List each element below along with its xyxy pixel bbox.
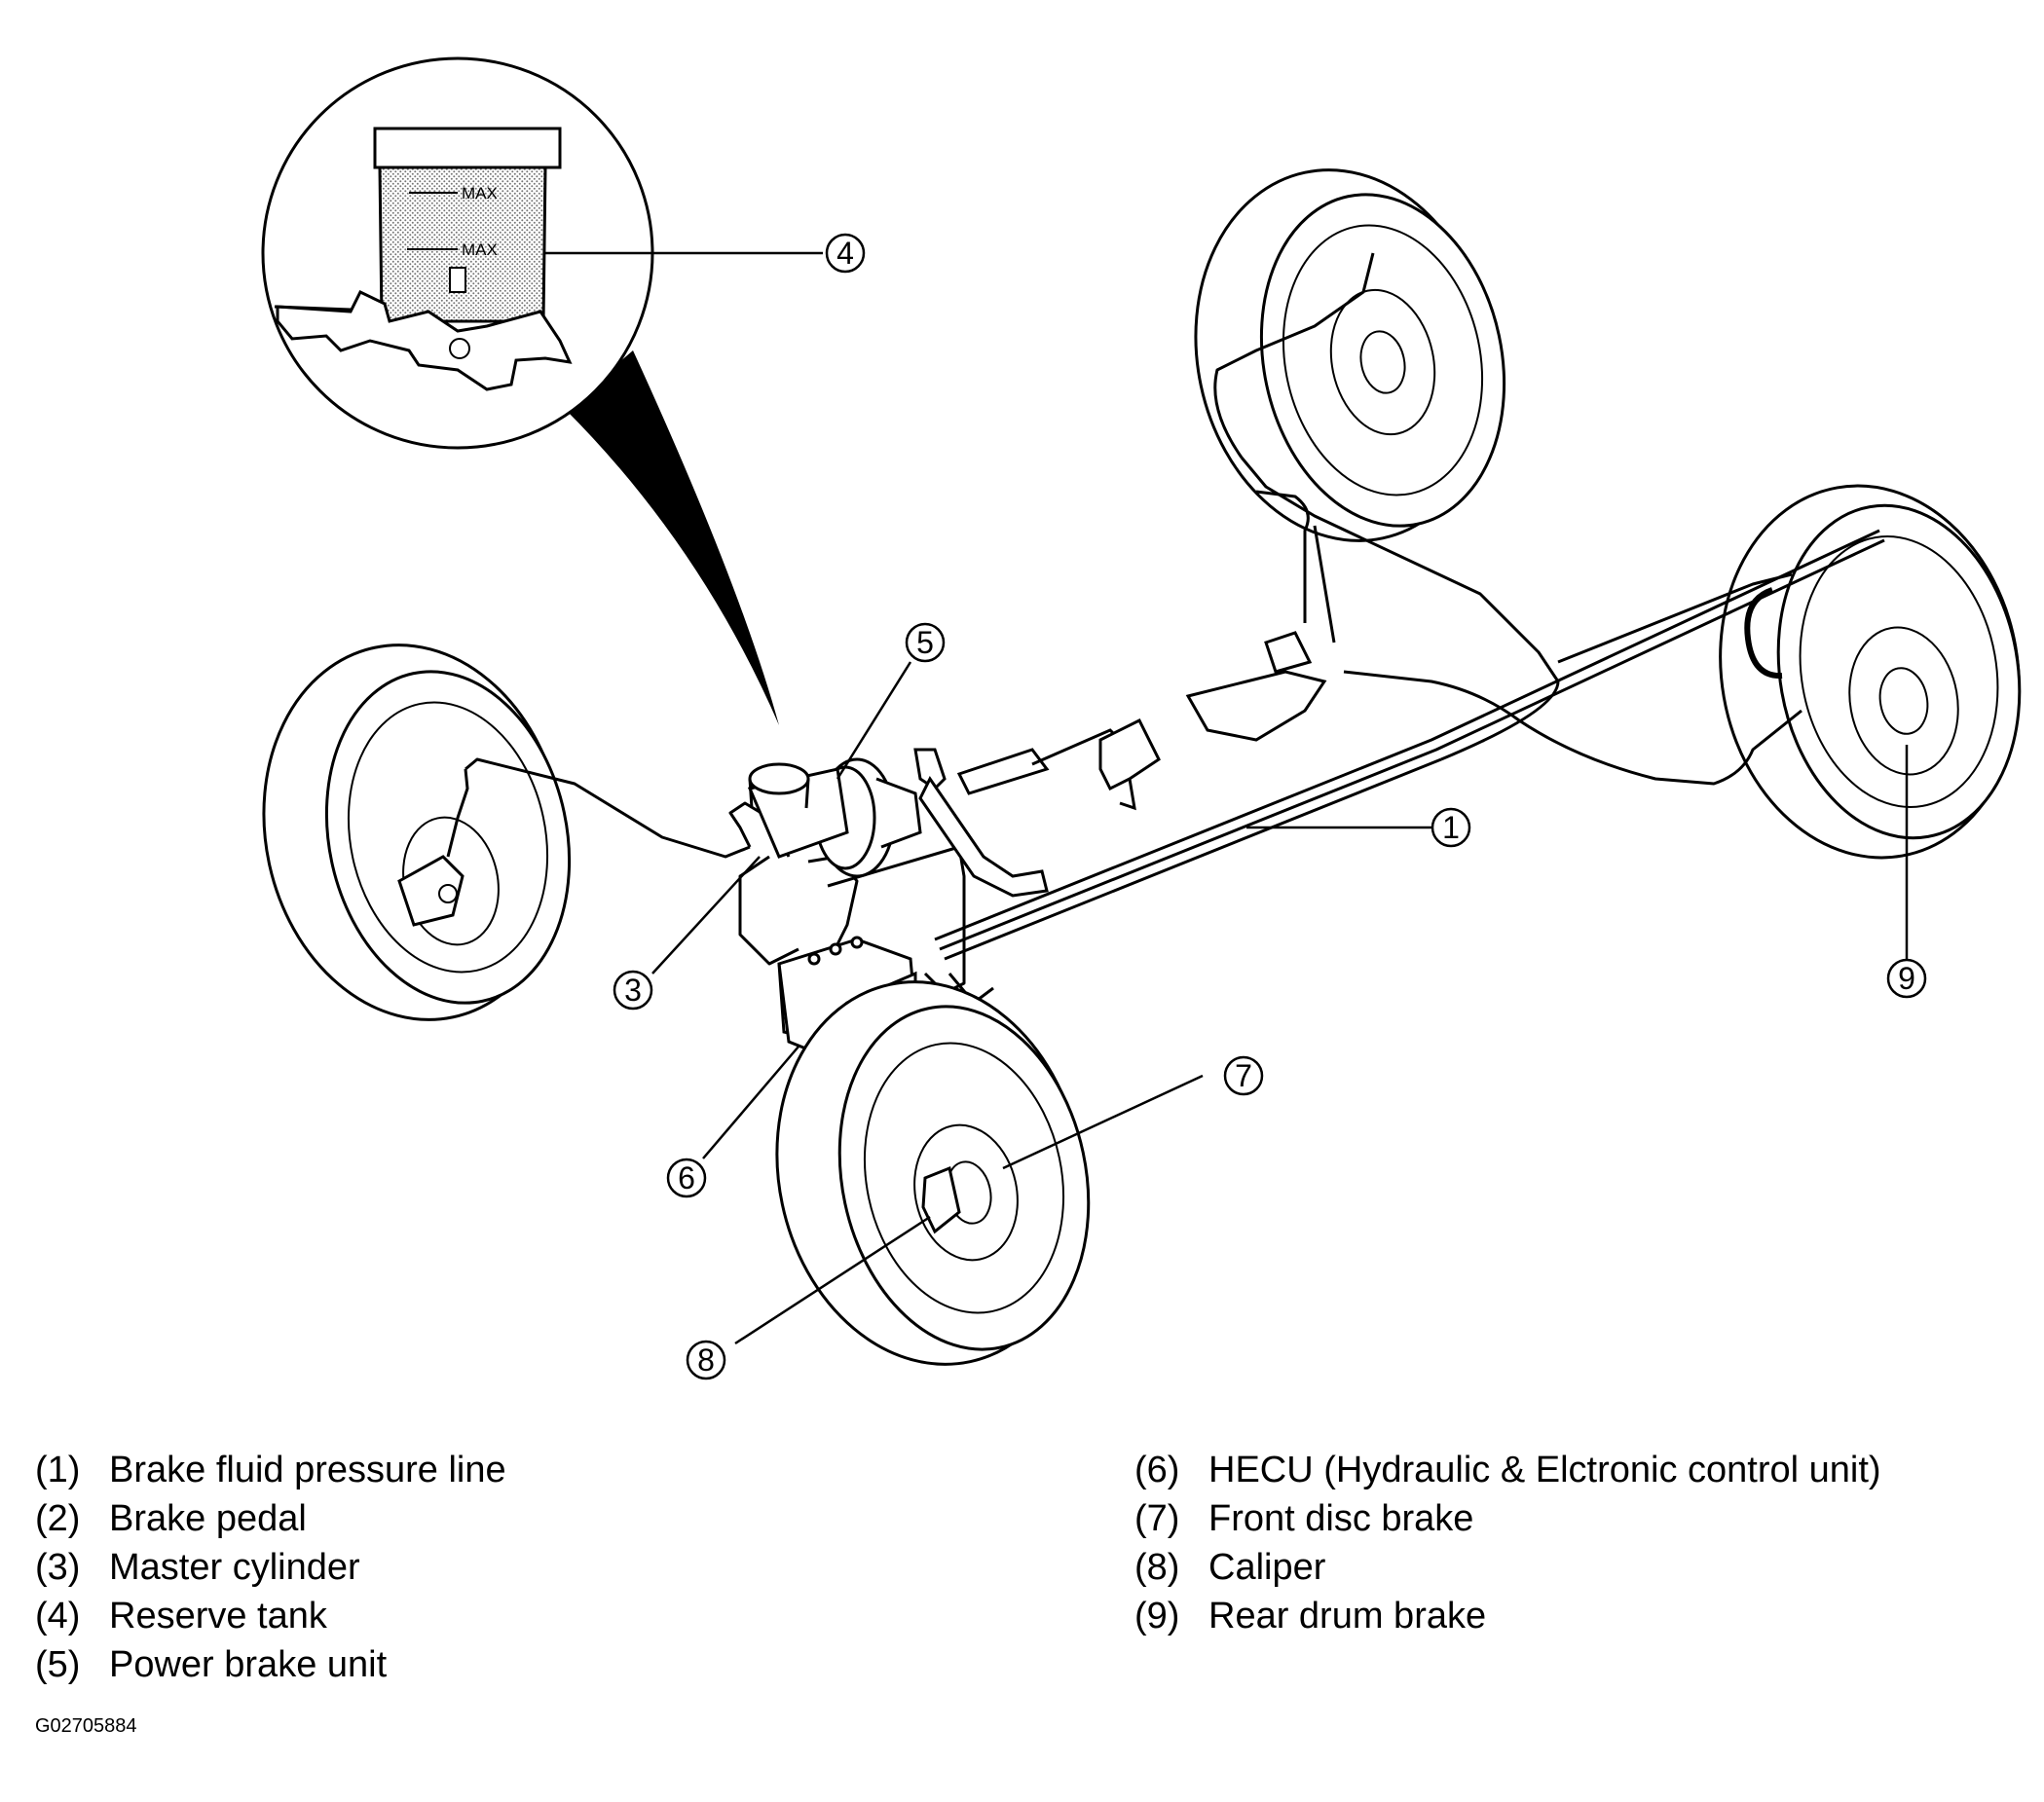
legend-number: (9) bbox=[1134, 1596, 1180, 1637]
brake-pedal bbox=[913, 748, 1049, 898]
legend-item-4: (4) Reserve tank bbox=[35, 1592, 506, 1640]
callout-8: 8 bbox=[686, 1340, 726, 1380]
legend-number: (1) bbox=[35, 1450, 81, 1490]
figure-code: G02705884 bbox=[35, 1715, 137, 1737]
svg-text:1: 1 bbox=[1442, 810, 1460, 845]
legend-right-column: (6) HECU (Hydraulic & Elctronic control u… bbox=[1134, 1446, 1881, 1640]
legend-item-3: (3) Master cylinder bbox=[35, 1543, 506, 1592]
legend-text: Brake fluid pressure line bbox=[109, 1450, 506, 1490]
legend-number: (3) bbox=[35, 1547, 81, 1588]
callout-5: 5 bbox=[905, 622, 946, 663]
callout-markers: 1 3 4 5 6 7 8 9 bbox=[613, 233, 1927, 1380]
legend-number: (7) bbox=[1134, 1498, 1180, 1539]
max-level-upper-label: MAX bbox=[462, 184, 498, 202]
legend-item-7: (7) Front disc brake bbox=[1134, 1494, 1881, 1543]
wheel-front-left bbox=[262, 644, 572, 1021]
legend-text: HECU (Hydraulic & Elctronic control unit… bbox=[1208, 1450, 1881, 1490]
legend-item-9: (9) Rear drum brake bbox=[1134, 1592, 1881, 1640]
svg-text:4: 4 bbox=[836, 236, 854, 271]
svg-text:7: 7 bbox=[1235, 1058, 1252, 1093]
legend-text: Rear drum brake bbox=[1208, 1596, 1487, 1637]
svg-text:6: 6 bbox=[678, 1160, 695, 1195]
legend-number: (8) bbox=[1134, 1547, 1180, 1588]
legend-text: Front disc brake bbox=[1208, 1498, 1474, 1539]
brake-system-diagram: MAX MAX 1 3 4 5 bbox=[261, 56, 2022, 1380]
legend-text: Power brake unit bbox=[109, 1644, 388, 1685]
legend-number: (5) bbox=[35, 1644, 81, 1685]
brake-lines bbox=[446, 252, 1885, 1190]
wheel-front-right bbox=[775, 980, 1091, 1366]
legend-text: Brake pedal bbox=[109, 1498, 307, 1539]
legend-number: (2) bbox=[35, 1498, 81, 1539]
reserve-tank-inset: MAX MAX bbox=[261, 56, 779, 725]
legend-item-6: (6) HECU (Hydraulic & Elctronic control u… bbox=[1134, 1446, 1881, 1494]
svg-text:9: 9 bbox=[1898, 961, 1915, 996]
legend-number: (6) bbox=[1134, 1450, 1180, 1490]
wheel-rear-left bbox=[1194, 168, 1506, 542]
svg-text:8: 8 bbox=[697, 1342, 715, 1378]
legend-left-column: (1) Brake fluid pressure line (2) Brake pe… bbox=[35, 1446, 506, 1689]
max-level-lower-label: MAX bbox=[462, 240, 498, 259]
callout-6: 6 bbox=[666, 1158, 707, 1198]
legend-text: Reserve tank bbox=[109, 1596, 327, 1637]
callout-4: 4 bbox=[825, 233, 866, 274]
callout-3: 3 bbox=[613, 970, 653, 1011]
legend-item-1: (1) Brake fluid pressure line bbox=[35, 1446, 506, 1494]
legend-item-8: (8) Caliper bbox=[1134, 1543, 1881, 1592]
callout-7: 7 bbox=[1223, 1055, 1264, 1096]
legend-text: Caliper bbox=[1208, 1547, 1326, 1588]
reserve-tank-cap bbox=[373, 127, 562, 169]
legend-text: Master cylinder bbox=[109, 1547, 360, 1588]
svg-text:5: 5 bbox=[916, 625, 934, 660]
parking-brake-assembly bbox=[956, 631, 1327, 811]
callout-9: 9 bbox=[1886, 958, 1927, 999]
wheel-rear-right bbox=[1719, 484, 2022, 860]
callout-leaders bbox=[545, 251, 1909, 1345]
legend-item-5: (5) Power brake unit bbox=[35, 1640, 506, 1689]
legend-number: (4) bbox=[35, 1596, 81, 1637]
callout-1: 1 bbox=[1431, 807, 1471, 848]
svg-text:3: 3 bbox=[624, 973, 642, 1008]
legend-item-2: (2) Brake pedal bbox=[35, 1494, 506, 1543]
master-cylinder bbox=[747, 762, 849, 859]
